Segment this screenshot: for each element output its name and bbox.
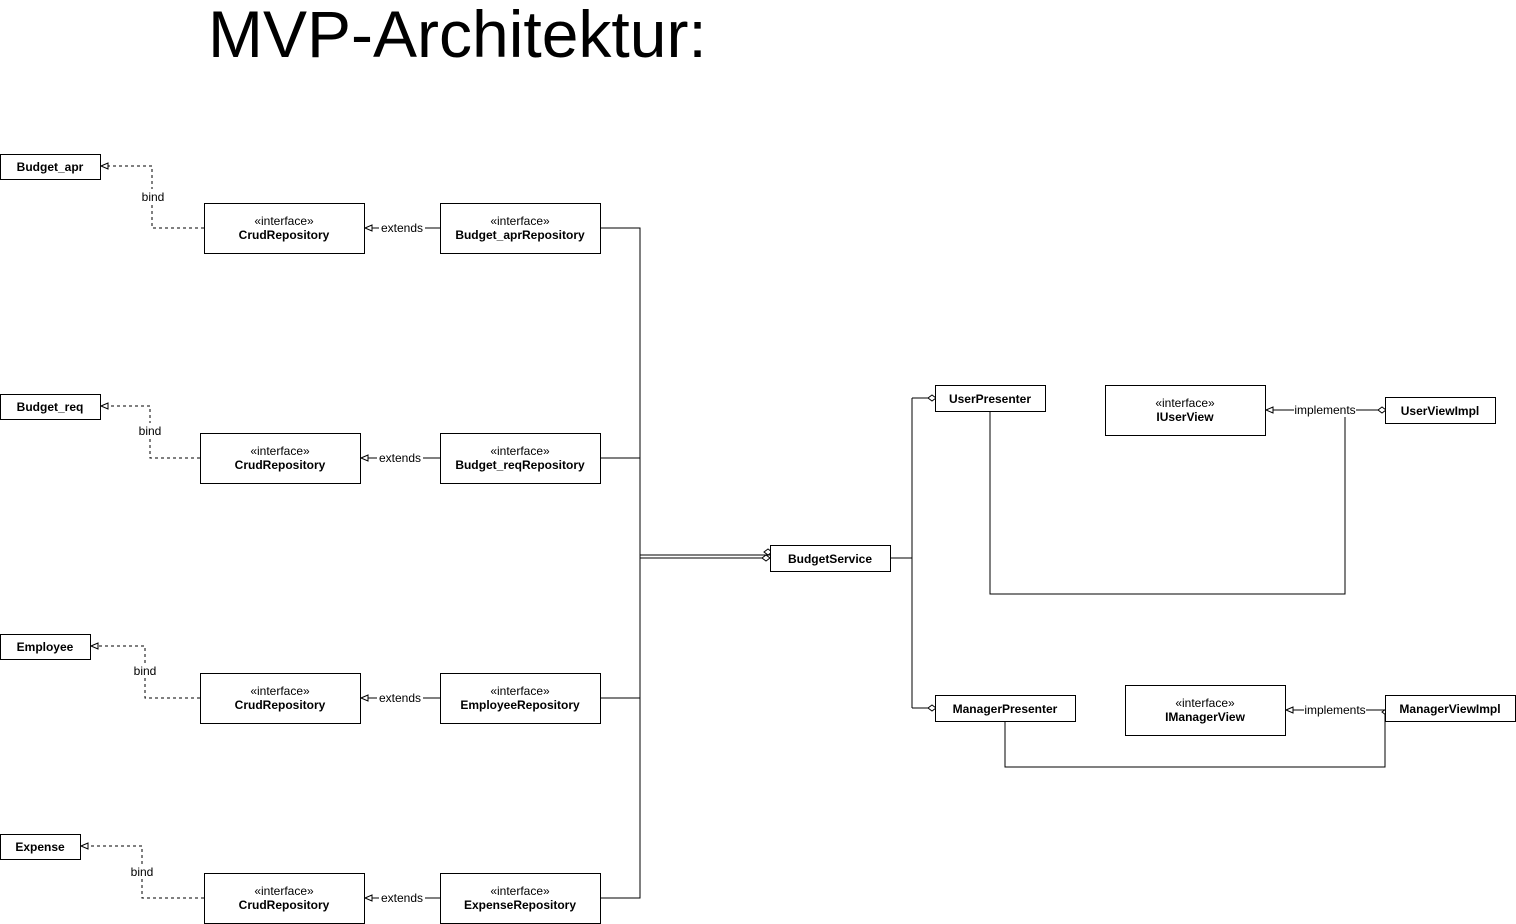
- diagram-title: MVP-Architektur:: [208, 0, 707, 71]
- imanagerview-stereotype: «interface»: [1175, 696, 1235, 710]
- user-presenter[interactable]: UserPresenter: [935, 385, 1046, 412]
- implements-label-manager: implements: [1304, 703, 1365, 717]
- extends-label-3: extends: [379, 691, 421, 705]
- aggregation-diamond-manager-presenter: [927, 704, 937, 712]
- crud-repository-3[interactable]: «interface» CrudRepository: [200, 673, 361, 724]
- extends-label-2: extends: [379, 451, 421, 465]
- manager-view-impl-label: ManagerViewImpl: [1399, 702, 1500, 716]
- entity-budget-req[interactable]: Budget_req: [0, 394, 101, 420]
- budget-req-repository-stereotype: «interface»: [490, 444, 550, 458]
- extends-label-1: extends: [381, 221, 423, 235]
- employee-repository-label: EmployeeRepository: [460, 698, 580, 712]
- extends-arrowhead-3: [359, 694, 369, 702]
- connectors: [84, 165, 1386, 899]
- arrowheads: [79, 162, 1391, 902]
- manager-presenter[interactable]: ManagerPresenter: [935, 695, 1076, 722]
- repository-bus: [600, 227, 641, 899]
- bind-connector-budget-req: [104, 405, 200, 459]
- iuserview-stereotype: «interface»: [1155, 396, 1215, 410]
- employee-repository-stereotype: «interface»: [490, 684, 550, 698]
- crud-label-3: CrudRepository: [235, 698, 326, 712]
- user-view-loop: [989, 410, 1346, 595]
- iuserview-interface[interactable]: «interface» IUserView: [1105, 385, 1266, 436]
- manager-presenter-label: ManagerPresenter: [953, 702, 1058, 716]
- employee-repository[interactable]: «interface» EmployeeRepository: [440, 673, 601, 724]
- bind-connector-expense: [84, 845, 204, 899]
- bind-label-budget-req: bind: [139, 424, 162, 438]
- user-view-impl-label: UserViewImpl: [1401, 404, 1479, 418]
- budget-apr-repository-stereotype: «interface»: [490, 214, 550, 228]
- bind-arrowhead-expense: [79, 842, 89, 850]
- aggregation-diamond-service-2: [761, 554, 771, 562]
- aggregation-diamond-user-presenter: [927, 394, 937, 402]
- entity-expense[interactable]: Expense: [0, 834, 81, 860]
- crud-stereotype-1: «interface»: [254, 214, 314, 228]
- crud-stereotype-4: «interface»: [254, 884, 314, 898]
- entity-label-budget-req: Budget_req: [17, 400, 84, 414]
- bind-label-employee: bind: [134, 664, 157, 678]
- entity-budget-apr[interactable]: Budget_apr: [0, 154, 101, 180]
- imanagerview-label: IManagerView: [1165, 710, 1245, 724]
- imanagerview-interface[interactable]: «interface» IManagerView: [1125, 685, 1286, 736]
- bind-arrowhead-employee: [89, 642, 99, 650]
- extends-arrowhead-4: [363, 894, 373, 902]
- budget-req-repository[interactable]: «interface» Budget_reqRepository: [440, 433, 601, 484]
- entity-label-employee: Employee: [17, 640, 74, 654]
- bind-label-expense: bind: [131, 865, 154, 879]
- iuserview-label: IUserView: [1156, 410, 1214, 424]
- user-presenter-label: UserPresenter: [949, 392, 1031, 406]
- aggregation-diamond-user-view-impl: [1377, 406, 1387, 414]
- manager-view-impl[interactable]: ManagerViewImpl: [1385, 695, 1516, 722]
- budget-service-label: BudgetService: [788, 552, 872, 566]
- budget-req-repository-label: Budget_reqRepository: [455, 458, 585, 472]
- bind-arrowhead-budget-req: [99, 402, 109, 410]
- extends-arrowhead-1: [363, 224, 373, 232]
- extends-label-4: extends: [381, 891, 423, 905]
- expense-repository-stereotype: «interface»: [490, 884, 550, 898]
- bind-arrowhead-budget-apr: [99, 162, 109, 170]
- expense-repository[interactable]: «interface» ExpenseRepository: [440, 873, 601, 924]
- implements-arrowhead-manager: [1284, 706, 1294, 714]
- crud-stereotype-3: «interface»: [250, 684, 310, 698]
- crud-label-1: CrudRepository: [239, 228, 330, 242]
- entity-label-budget-apr: Budget_apr: [17, 160, 84, 174]
- user-view-impl[interactable]: UserViewImpl: [1385, 397, 1496, 424]
- expense-repository-label: ExpenseRepository: [464, 898, 576, 912]
- bind-connector-budget-apr: [104, 165, 204, 229]
- edge-labels: bind bind bind bind extends extends exte…: [129, 189, 1366, 905]
- bind-label-budget-apr: bind: [142, 190, 165, 204]
- implements-label-user: implements: [1294, 403, 1355, 417]
- entity-label-expense: Expense: [15, 840, 65, 854]
- crud-repository-4[interactable]: «interface» CrudRepository: [204, 873, 365, 924]
- manager-view-loop: [1004, 710, 1386, 768]
- extends-arrowhead-2: [359, 454, 369, 462]
- crud-label-2: CrudRepository: [235, 458, 326, 472]
- entity-employee[interactable]: Employee: [0, 634, 91, 660]
- crud-repository-1[interactable]: «interface» CrudRepository: [204, 203, 365, 254]
- crud-label-4: CrudRepository: [239, 898, 330, 912]
- crud-repository-2[interactable]: «interface» CrudRepository: [200, 433, 361, 484]
- budget-apr-repository[interactable]: «interface» Budget_aprRepository: [440, 203, 601, 254]
- implements-arrowhead-user: [1264, 406, 1274, 414]
- budget-service[interactable]: BudgetService: [770, 545, 891, 572]
- crud-stereotype-2: «interface»: [250, 444, 310, 458]
- budget-apr-repository-label: Budget_aprRepository: [455, 228, 585, 242]
